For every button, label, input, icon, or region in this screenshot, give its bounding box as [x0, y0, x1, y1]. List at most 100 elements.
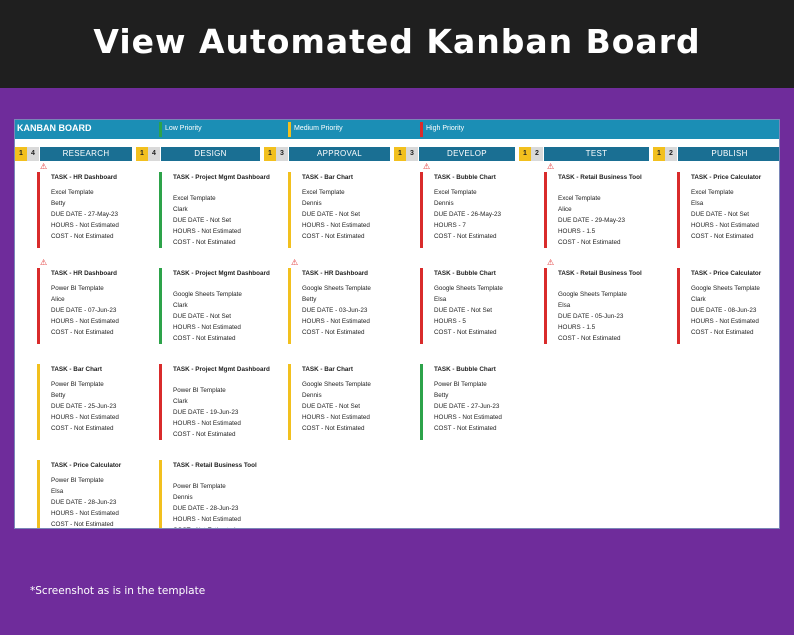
column-header-design[interactable]: DESIGN [161, 147, 260, 161]
legend-low-swatch [159, 122, 162, 137]
task-template: Power BI Template [173, 483, 226, 490]
task-owner: Dennis [302, 200, 322, 207]
task-template: Google Sheets Template [302, 285, 371, 292]
task-owner: Clark [691, 296, 706, 303]
priority-bar [37, 172, 40, 248]
task-cost: COST - Not Estimated [51, 425, 114, 432]
wip-min-develop: 1 [394, 147, 406, 161]
priority-bar [288, 364, 291, 440]
priority-bar [544, 172, 547, 248]
task-cost: COST - Not Estimated [173, 527, 236, 528]
task-cost: COST - Not Estimated [51, 521, 114, 528]
priority-bar [288, 172, 291, 248]
task-due-date: DUE DATE - 28-Jun-23 [51, 499, 117, 506]
warning-triangle-icon: ⚠ [40, 162, 48, 171]
task-due-date: DUE DATE - 29-May-23 [558, 217, 626, 224]
task-hours: HOURS - Not Estimated [173, 420, 241, 427]
column-header-research[interactable]: RESEARCH [40, 147, 132, 161]
task-owner: Elsa [434, 296, 447, 303]
column-header-approval[interactable]: APPROVAL [289, 147, 390, 161]
priority-bar [420, 364, 423, 440]
wip-max-test: 2 [531, 147, 543, 161]
task-hours: HOURS - Not Estimated [434, 414, 502, 421]
task-cost: COST - Not Estimated [302, 233, 365, 240]
board-title: KANBAN BOARD [17, 123, 92, 133]
wip-max-approval: 3 [276, 147, 288, 161]
column-header-publish[interactable]: PUBLISH [678, 147, 779, 161]
task-hours: HOURS - Not Estimated [51, 414, 119, 421]
wip-min-test: 1 [519, 147, 531, 161]
task-title: TASK - Bubble Chart [434, 366, 496, 373]
legend-medium-label: Medium Priority [294, 125, 343, 132]
task-title: TASK - Price Calculator [691, 270, 762, 277]
task-cost: COST - Not Estimated [302, 329, 365, 336]
task-title: TASK - Bar Chart [51, 366, 102, 373]
task-due-date: DUE DATE - 27-May-23 [51, 211, 119, 218]
task-hours: HOURS - Not Estimated [302, 414, 370, 421]
task-title: TASK - Project Mgmt Dashboard [173, 174, 270, 181]
task-due-date: DUE DATE - Not Set [691, 211, 749, 218]
task-title: TASK - Project Mgmt Dashboard [173, 270, 270, 277]
wip-min-approval: 1 [264, 147, 276, 161]
wip-min-publish: 1 [653, 147, 665, 161]
task-hours: HOURS - Not Estimated [302, 318, 370, 325]
task-owner: Elsa [691, 200, 704, 207]
task-cost: COST - Not Estimated [558, 239, 621, 246]
task-hours: HOURS - 1.5 [558, 228, 596, 235]
wip-max-research: 4 [27, 147, 39, 161]
task-title: TASK - Bar Chart [302, 174, 353, 181]
task-template: Excel Template [51, 189, 94, 196]
task-hours: HOURS - Not Estimated [51, 222, 119, 229]
task-owner: Elsa [558, 302, 571, 309]
task-hours: HOURS - Not Estimated [51, 318, 119, 325]
task-cost: COST - Not Estimated [51, 233, 114, 240]
column-header-test[interactable]: TEST [544, 147, 649, 161]
task-owner: Alice [51, 296, 65, 303]
task-template: Google Sheets Template [302, 381, 371, 388]
task-template: Excel Template [558, 195, 601, 202]
task-template: Power BI Template [51, 477, 104, 484]
task-title: TASK - Project Mgmt Dashboard [173, 366, 270, 373]
task-owner: Dennis [434, 200, 454, 207]
task-due-date: DUE DATE - 26-May-23 [434, 211, 502, 218]
priority-bar [37, 268, 40, 344]
task-template: Excel Template [302, 189, 345, 196]
task-due-date: DUE DATE - Not Set [302, 403, 360, 410]
task-template: Power BI Template [51, 285, 104, 292]
task-cost: COST - Not Estimated [434, 233, 497, 240]
task-template: Excel Template [691, 189, 734, 196]
priority-bar [420, 268, 423, 344]
priority-bar [677, 268, 680, 344]
task-owner: Clark [173, 302, 188, 309]
task-cost: COST - Not Estimated [173, 335, 236, 342]
task-owner: Betty [302, 296, 317, 303]
task-template: Power BI Template [434, 381, 487, 388]
column-header-develop[interactable]: DEVELOP [419, 147, 515, 161]
warning-triangle-icon: ⚠ [547, 258, 555, 267]
task-due-date: DUE DATE - 25-Jun-23 [51, 403, 117, 410]
task-title: TASK - Price Calculator [691, 174, 762, 181]
priority-bar [37, 364, 40, 440]
task-template: Google Sheets Template [434, 285, 503, 292]
task-cost: COST - Not Estimated [51, 329, 114, 336]
task-title: TASK - Bubble Chart [434, 174, 496, 181]
priority-bar [159, 172, 162, 248]
